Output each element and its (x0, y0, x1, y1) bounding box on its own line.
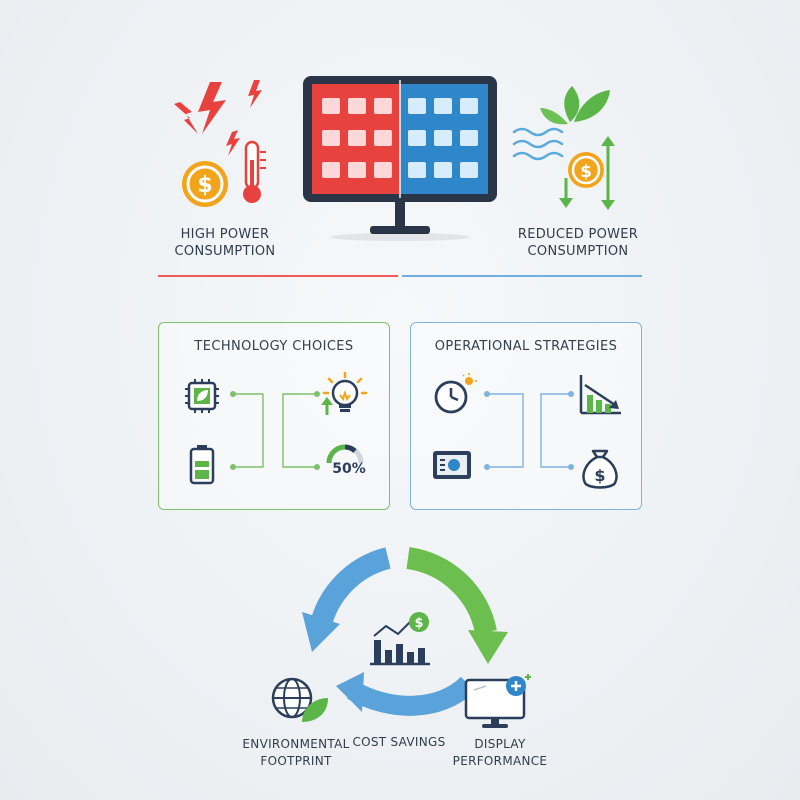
cycle-arrow-blue-left (302, 547, 391, 652)
declining-chart-icon (579, 375, 621, 415)
svg-text:$: $ (414, 616, 423, 631)
operational-strategies-title: OPERATIONAL STRATEGIES (434, 339, 618, 354)
reduced-power-icon-group: $ (512, 86, 615, 210)
cycle-arrow-green (406, 547, 508, 664)
technology-connectors (185, 371, 368, 485)
clock-icon (434, 373, 477, 414)
eco-chip-icon (185, 379, 219, 413)
thermometer-icon (243, 140, 266, 203)
technology-choices-title: TECHNOLOGY CHOICES (194, 339, 354, 354)
leaf-icon (540, 86, 610, 125)
efficiency-cycle-diagram: $ (302, 547, 508, 716)
svg-text:$: $ (197, 173, 212, 198)
cycle-arrow-blue-bottom (336, 672, 476, 716)
display-settings-icon (433, 451, 471, 479)
dollar-coin-icon: $ (568, 152, 604, 188)
monitor-plus-icon (464, 674, 531, 728)
technology-choices-panel: TECHNOLOGY CHOICES (158, 322, 390, 510)
lightbulb-icon (321, 371, 368, 415)
cost-savings-label: COST SAVINGS (352, 735, 446, 749)
high-power-icon-group: $ (174, 80, 266, 207)
divider-blue (402, 275, 642, 277)
battery-icon (189, 445, 215, 485)
high-power-label: HIGH POWER CONSUMPTION (174, 227, 276, 259)
money-bag-icon: $ (582, 449, 618, 489)
operational-strategies-panel: OPERATIONAL STRATEGIES (410, 322, 642, 510)
gauge-icon (326, 444, 364, 464)
display-performance-label: DISPLAY PERFORMANCE (452, 737, 548, 768)
dollar-coin-icon: $ (182, 161, 228, 207)
svg-text:$: $ (594, 466, 605, 485)
operational-connectors: $ (433, 373, 621, 489)
divider-red (158, 275, 398, 277)
globe-leaf-icon (271, 677, 328, 722)
split-monitor-icon (303, 76, 497, 241)
bar-chart-dollar-icon: $ (370, 612, 430, 666)
lightning-bolt-icon (174, 80, 262, 156)
reduced-power-label: REDUCED POWER CONSUMPTION (517, 227, 639, 259)
svg-text:$: $ (580, 162, 592, 182)
gauge-value: 50% (332, 461, 366, 477)
arrows-icon (559, 136, 615, 210)
environmental-footprint-label: ENVIRONMENTAL FOOTPRINT (242, 737, 350, 768)
wind-icon (512, 127, 564, 161)
